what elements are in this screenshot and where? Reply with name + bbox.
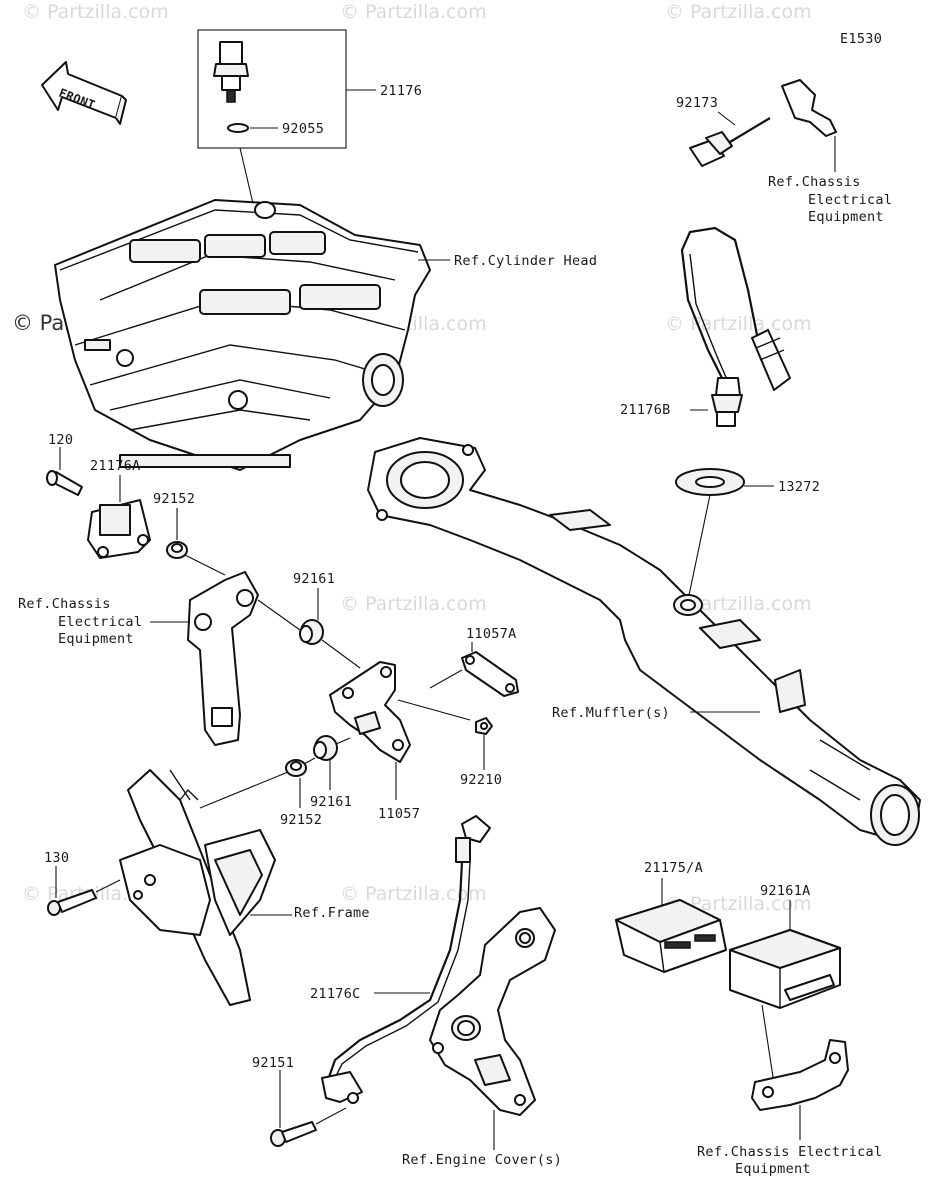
watermark: © Partzilla.com	[340, 1, 487, 23]
ref-chassis-1-l3: Equipment	[808, 209, 884, 225]
sensor-21176A	[87, 475, 151, 559]
cover-92161A	[729, 900, 841, 1091]
part-label-21176C: 21176C	[310, 986, 361, 1002]
ref-chassis-1-l2: Electrical	[808, 192, 892, 208]
muffler-pipe	[367, 437, 921, 846]
part-label-92161A: 92161A	[760, 883, 811, 899]
sensor-21176	[197, 29, 376, 213]
watermark: © Partzilla.com	[340, 593, 487, 615]
part-label-11057: 11057	[378, 806, 420, 822]
ref-chassis-1-l1: Ref.Chassis	[768, 174, 861, 190]
part-label-92210: 92210	[460, 772, 502, 788]
grommet-92161-upper	[299, 588, 361, 669]
engine-cover-bracket	[429, 907, 556, 1150]
frame	[119, 769, 292, 1006]
part-label-21176A: 21176A	[90, 458, 141, 474]
ref-muffler: Ref.Muffler(s)	[552, 705, 670, 721]
collar-92152-lower	[199, 757, 316, 809]
collar-92152-upper	[166, 508, 226, 576]
watermark: © Partzilla.com	[665, 313, 812, 335]
bracket-chassis-lower	[751, 1039, 849, 1140]
part-label-120: 120	[48, 432, 73, 448]
gasket-13272	[675, 468, 774, 601]
nut-92210	[475, 717, 493, 770]
part-label-21176: 21176	[380, 83, 422, 99]
part-label-92151: 92151	[252, 1055, 294, 1071]
part-label-92152-upper: 92152	[153, 491, 195, 507]
connector-92173	[689, 79, 837, 172]
part-label-92173: 92173	[676, 95, 718, 111]
watermark: © Partzilla.com	[665, 1, 812, 23]
part-label-130: 130	[44, 850, 69, 866]
ecu-21175A	[615, 878, 727, 973]
ref-chassis-2-l1: Ref.Chassis	[18, 596, 111, 612]
part-label-92161-lower: 92161	[310, 794, 352, 810]
front-arrow: FRONT	[41, 61, 127, 125]
bracket-11057	[329, 661, 471, 800]
ref-chassis-2-l2: Electrical	[58, 614, 142, 630]
cylinder-head	[54, 199, 450, 471]
part-label-92152-lower: 92152	[280, 812, 322, 828]
grommet-92161-lower	[313, 735, 351, 790]
bracket-chassis	[150, 571, 301, 746]
part-label-13272: 13272	[778, 479, 820, 495]
bolt-130	[47, 866, 121, 916]
part-label-21176B: 21176B	[620, 402, 671, 418]
part-label-21175A: 21175/A	[644, 860, 703, 876]
ref-cylinder-head: Ref.Cylinder Head	[454, 253, 597, 269]
plate-11057A	[429, 642, 519, 697]
part-label-92161-upper: 92161	[293, 571, 335, 587]
ref-frame: Ref.Frame	[294, 905, 370, 921]
ref-chassis-3-l1: Ref.Chassis Electrical	[697, 1144, 882, 1160]
watermark: © Partzilla.com	[22, 1, 169, 23]
ref-chassis-3-l2: Equipment	[735, 1161, 811, 1177]
o2-sensor-21176B	[680, 226, 791, 427]
watermark: © Partzilla.com	[340, 883, 487, 905]
bolt-120	[46, 447, 83, 496]
watermark: © Partzilla.com	[665, 893, 812, 915]
ref-engine-cover: Ref.Engine Cover(s)	[402, 1152, 562, 1168]
part-label-11057A: 11057A	[466, 626, 517, 642]
part-label-92055: 92055	[282, 121, 324, 137]
sensor-21176C	[321, 815, 491, 1104]
diagram-code: E1530	[840, 31, 882, 47]
bolt-92151	[270, 1070, 347, 1147]
ref-chassis-2-l3: Equipment	[58, 631, 134, 647]
